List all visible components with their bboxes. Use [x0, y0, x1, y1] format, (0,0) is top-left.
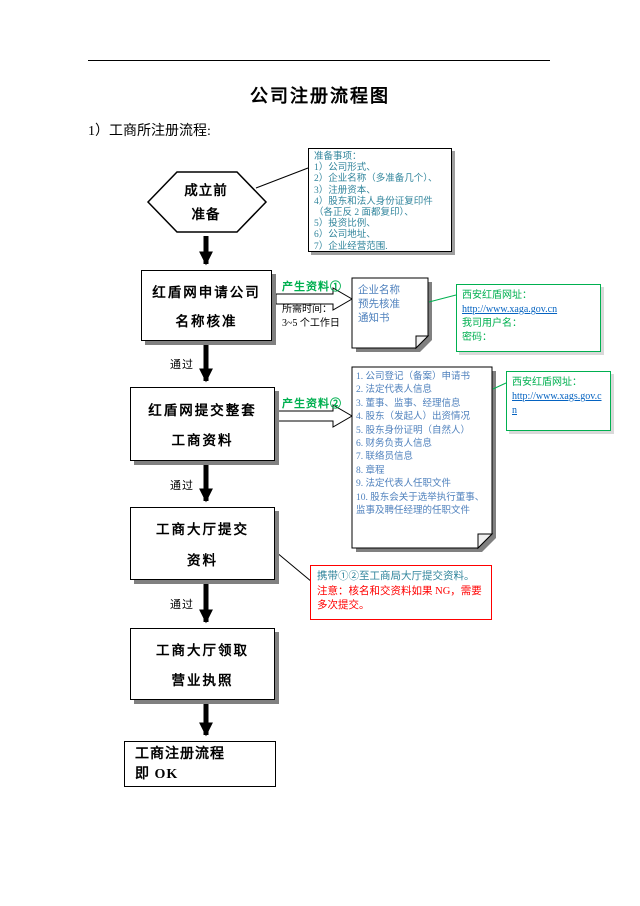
time-line-1: 所需时间： [282, 304, 332, 315]
doc2-to-site2-line [492, 382, 507, 390]
note-carry-line: 携带①②至工商局大厅提交资料。 [317, 571, 475, 582]
start-hexagon-shape [146, 171, 268, 233]
site2-label: 西安红盾网址： [512, 377, 582, 388]
preparation-note-box: 准备事项： 1）公司形式、 2）企业名称（多准备几个）、 3）注册资本、 4）股… [308, 148, 452, 252]
produce-material-1-label: 产生资料① [282, 281, 342, 293]
doc2-fold [477, 533, 494, 550]
doc2-item: 1. 公司登记（备案）申请书 [356, 372, 471, 382]
site1-label: 西安红盾网址： [462, 290, 532, 301]
doc2-item: 9. 法定代表人任职文件 [356, 479, 452, 490]
doc1-line-1: 企业名称 [358, 285, 400, 296]
step3-to-note-line [275, 551, 313, 583]
step3-hall-submit-box: 工商大厅提交 资料 [130, 507, 275, 580]
step3-line-1: 工商大厅提交 [156, 522, 249, 538]
section-heading: 1）工商所注册流程: [88, 124, 211, 139]
prep-line: 6）公司地址、 [314, 230, 376, 241]
pass-label-2: 通过 [170, 480, 194, 492]
final-line-1: 工商注册流程 [135, 747, 225, 762]
final-ok-box: 工商注册流程 即 OK [124, 741, 276, 787]
doc2-material-list: 1. 公司登记（备案）申请书 2. 法定代表人信息 3. 董事、监事、经理信息 … [356, 371, 488, 518]
step3-line-2: 资料 [187, 552, 218, 568]
page-title: 公司注册流程图 [250, 86, 390, 106]
doc2-item: 4. 股东（发起人）出资情况 [356, 412, 471, 423]
step4-license-pickup-box: 工商大厅领取 营业执照 [130, 628, 275, 700]
prep-line: 3）注册资本、 [314, 185, 376, 196]
time-line-2: 3~5 个工作日 [282, 318, 340, 329]
note-warning-line: 注意：核名和交资料如果 NG，需要多次提交。 [317, 585, 482, 612]
final-line-2: 即 OK [135, 767, 179, 782]
site1-url-link[interactable]: http://www.xaga.gov.cn [462, 304, 558, 315]
doc2-item: 2. 法定代表人信息 [356, 385, 433, 396]
pass-label-3: 通过 [170, 599, 194, 611]
doc2-item: 5. 股东身份证明（自然人） [356, 425, 471, 436]
prep-line: 准备事项： [314, 152, 362, 162]
doc1-fold [415, 335, 430, 350]
prep-line: 7）企业经营范围. [314, 241, 388, 252]
step2-submit-materials-box: 红盾网提交整套 工商资料 [130, 387, 275, 461]
doc2-item: 6. 财务负责人信息 [356, 439, 433, 450]
hex-to-prep-line [255, 167, 309, 189]
doc1-to-site1-line [428, 294, 457, 303]
submission-warning-box: 携带①②至工商局大厅提交资料。 注意：核名和交资料如果 NG，需要多次提交。 [310, 565, 492, 620]
doc2-item: 7. 联络员信息 [356, 452, 414, 463]
doc2-item: 3. 董事、监事、经理信息 [356, 398, 461, 409]
prep-line: 5）投资比例、 [314, 219, 376, 230]
site2-url-link[interactable]: http://www.xags.gov.cn [512, 391, 602, 416]
doc1-name-approval-notice: 企业名称 预先核准 通知书 [358, 284, 424, 326]
site1-username-label: 我司用户名： [462, 318, 522, 329]
produce-material-2-label: 产生资料② [282, 398, 342, 410]
prep-line: 4）股东和法人身份证复印件 [314, 196, 433, 207]
block-arrow-produce-doc2 [277, 404, 353, 428]
prep-line: 2）企业名称（多准备几个）、 [314, 174, 438, 185]
step2-line-2: 工商资料 [171, 433, 234, 449]
site1-callout-box: 西安红盾网址： http://www.xaga.gov.cn 我司用户名： 密码… [456, 284, 601, 352]
doc1-line-3: 通知书 [358, 313, 390, 324]
step2-line-1: 红盾网提交整套 [148, 402, 257, 418]
top-rule [88, 60, 550, 61]
block-arrow-produce-doc1 [275, 287, 353, 311]
site1-password-label: 密码： [462, 332, 492, 343]
step1-line-2: 名称核准 [175, 314, 238, 330]
site2-callout-box: 西安红盾网址： http://www.xags.gov.cn [506, 371, 611, 431]
doc1-line-2: 预先核准 [358, 299, 400, 310]
prep-line: （各正反 2 面都复印）、 [314, 208, 414, 219]
step1-line-1: 红盾网申请公司 [152, 284, 261, 300]
step4-line-1: 工商大厅领取 [156, 643, 249, 658]
pass-label-1: 通过 [170, 359, 194, 371]
step1-name-approval-box: 红盾网申请公司 名称核准 [141, 270, 272, 341]
doc2-item: 10. 股东会关于选举执行董事、监事及聘任经理的任职文件 [356, 492, 485, 517]
hex-line-1: 成立前 [184, 183, 228, 198]
time-required-note: 所需时间： 3~5 个工作日 [282, 303, 340, 331]
prep-line: 1）公司形式、 [314, 163, 376, 174]
step4-line-2: 营业执照 [171, 673, 234, 688]
start-hexagon-label: 成立前 准备 [160, 179, 252, 227]
hex-line-2: 准备 [191, 207, 221, 222]
doc2-item: 8. 章程 [356, 465, 385, 476]
